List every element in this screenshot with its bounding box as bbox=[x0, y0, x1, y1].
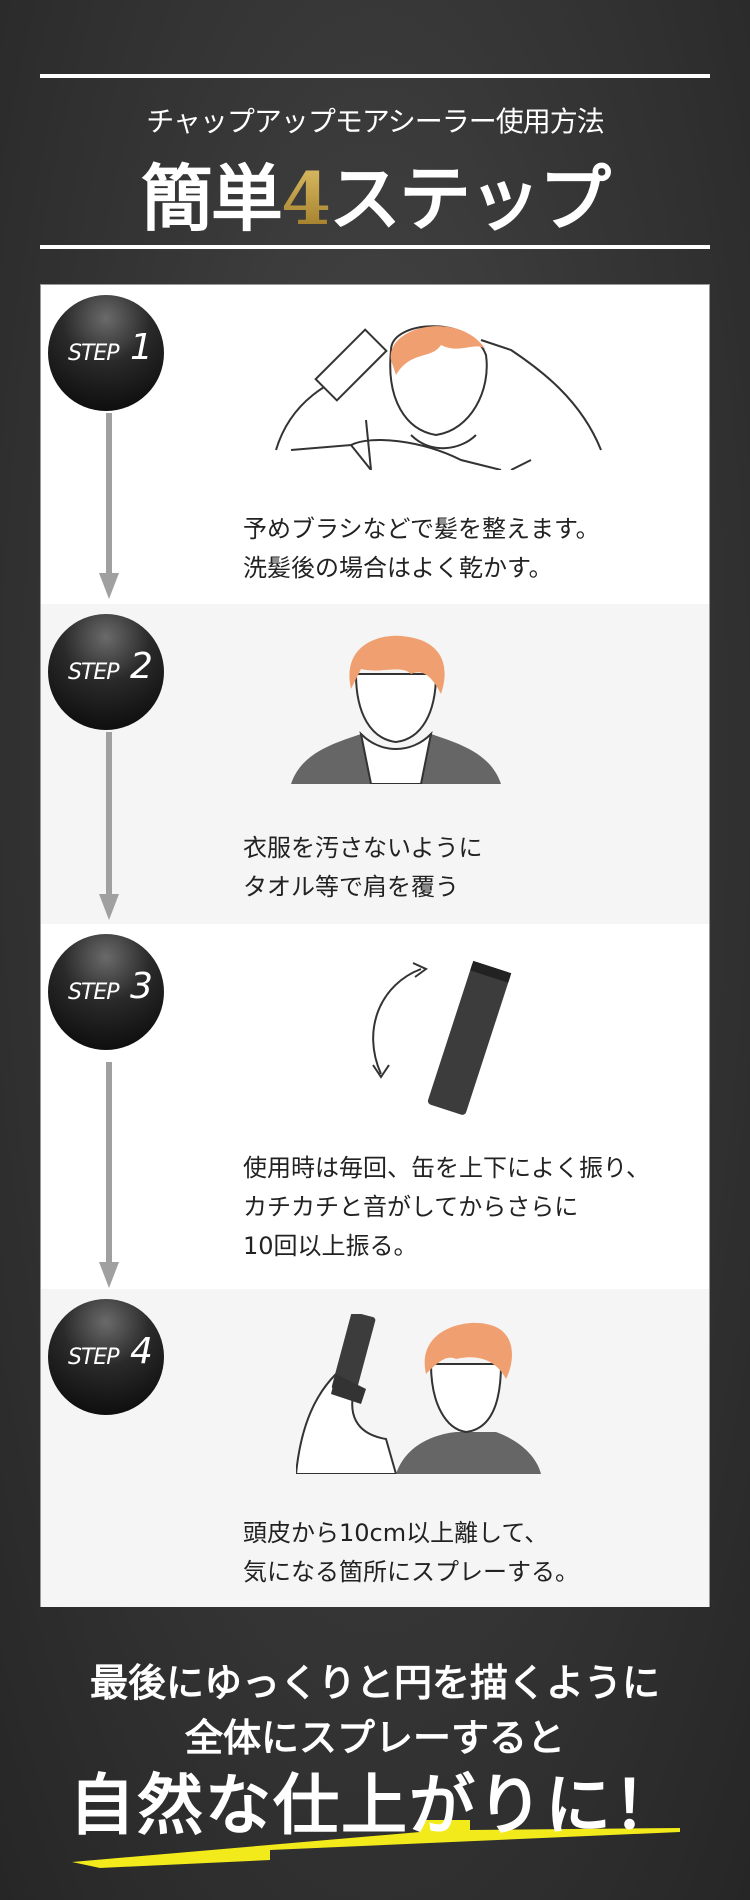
yellow-brush-stroke bbox=[72, 1820, 680, 1868]
step-badge: STEP 1 bbox=[48, 295, 164, 411]
text-line: タオル等で肩を覆う bbox=[243, 873, 459, 901]
text-line: 使用時は毎回、缶を上下によく振り、 bbox=[243, 1154, 651, 1182]
arrow-line bbox=[106, 732, 112, 894]
arrow-line bbox=[106, 413, 112, 573]
bottom-rule bbox=[40, 245, 710, 249]
title-post: ステップ bbox=[329, 156, 611, 241]
closing-line-1: 最後にゆっくりと円を描くように bbox=[89, 1661, 660, 1705]
step-badge: STEP 2 bbox=[48, 614, 164, 730]
step-number: 3 bbox=[130, 966, 153, 1007]
subtitle: チャップアップモアシーラー使用方法 bbox=[146, 105, 605, 138]
text-line: 頭皮から10cm以上離して、 bbox=[243, 1519, 549, 1547]
step-3: STEP 3 使用時は毎回、缶を上下によく振り、カチカチと音がしてからさらに 10回… bbox=[41, 924, 709, 1289]
closing-headline: 自然な仕上がりに！ bbox=[69, 1767, 681, 1844]
step-label: STEP bbox=[68, 341, 120, 366]
steps-card: STEP 1 予めブラシなどで髪を整えます。洗髪後の場合はよく乾かす。 STEP 2… bbox=[40, 284, 710, 1607]
text-line: 10回以上振る。 bbox=[243, 1232, 418, 1260]
closing-line-2: 全体にスプレーすると bbox=[184, 1716, 565, 1760]
title-number: 4 bbox=[280, 156, 331, 241]
towel-on-shoulders-illustration bbox=[291, 635, 501, 784]
step-description: 使用時は毎回、缶を上下によく振り、カチカチと音がしてからさらに 10回以上振る。 bbox=[243, 1149, 650, 1266]
page-title: 簡単4ステップ bbox=[0, 140, 750, 245]
step-number: 1 bbox=[130, 327, 153, 368]
step-label: STEP bbox=[68, 660, 120, 685]
spraying-illustration bbox=[296, 1314, 541, 1474]
step-description: 頭皮から10cm以上離して、気になる箇所にスプレーする。 bbox=[243, 1514, 579, 1592]
step-1: STEP 1 予めブラシなどで髪を整えます。洗髪後の場合はよく乾かす。 bbox=[41, 285, 709, 604]
text-line: 衣服を汚さないように bbox=[243, 834, 483, 862]
step-2: STEP 2 衣服を汚さないようにタオル等で肩を覆う bbox=[41, 604, 709, 924]
step-4: STEP 4 頭皮から10cm以上離して、気になる箇所にスプレーする。 bbox=[41, 1289, 709, 1607]
step-description: 衣服を汚さないようにタオル等で肩を覆う bbox=[243, 829, 483, 907]
arrow-down-icon bbox=[99, 573, 119, 599]
step-badge: STEP 3 bbox=[48, 934, 164, 1050]
step-number: 4 bbox=[130, 1331, 153, 1372]
arrow-down-icon bbox=[99, 1262, 119, 1288]
top-rule bbox=[40, 74, 710, 78]
text-line: 予めブラシなどで髪を整えます。 bbox=[243, 515, 600, 543]
step-number: 2 bbox=[130, 646, 153, 687]
step-description: 予めブラシなどで髪を整えます。洗髪後の場合はよく乾かす。 bbox=[243, 510, 600, 588]
shake-can-illustration bbox=[372, 960, 512, 1115]
step-badge: STEP 4 bbox=[48, 1299, 164, 1415]
brushing-hair-illustration bbox=[275, 325, 602, 470]
text-line: 洗髪後の場合はよく乾かす。 bbox=[243, 554, 553, 582]
arrow-line bbox=[106, 1062, 112, 1262]
text-line: 気になる箇所にスプレーする。 bbox=[243, 1558, 579, 1586]
step-label: STEP bbox=[68, 1345, 120, 1370]
step-label: STEP bbox=[68, 980, 120, 1005]
arrow-down-icon bbox=[99, 894, 119, 920]
text-line: カチカチと音がしてからさらに bbox=[243, 1193, 579, 1221]
title-pre: 簡単 bbox=[140, 156, 283, 241]
